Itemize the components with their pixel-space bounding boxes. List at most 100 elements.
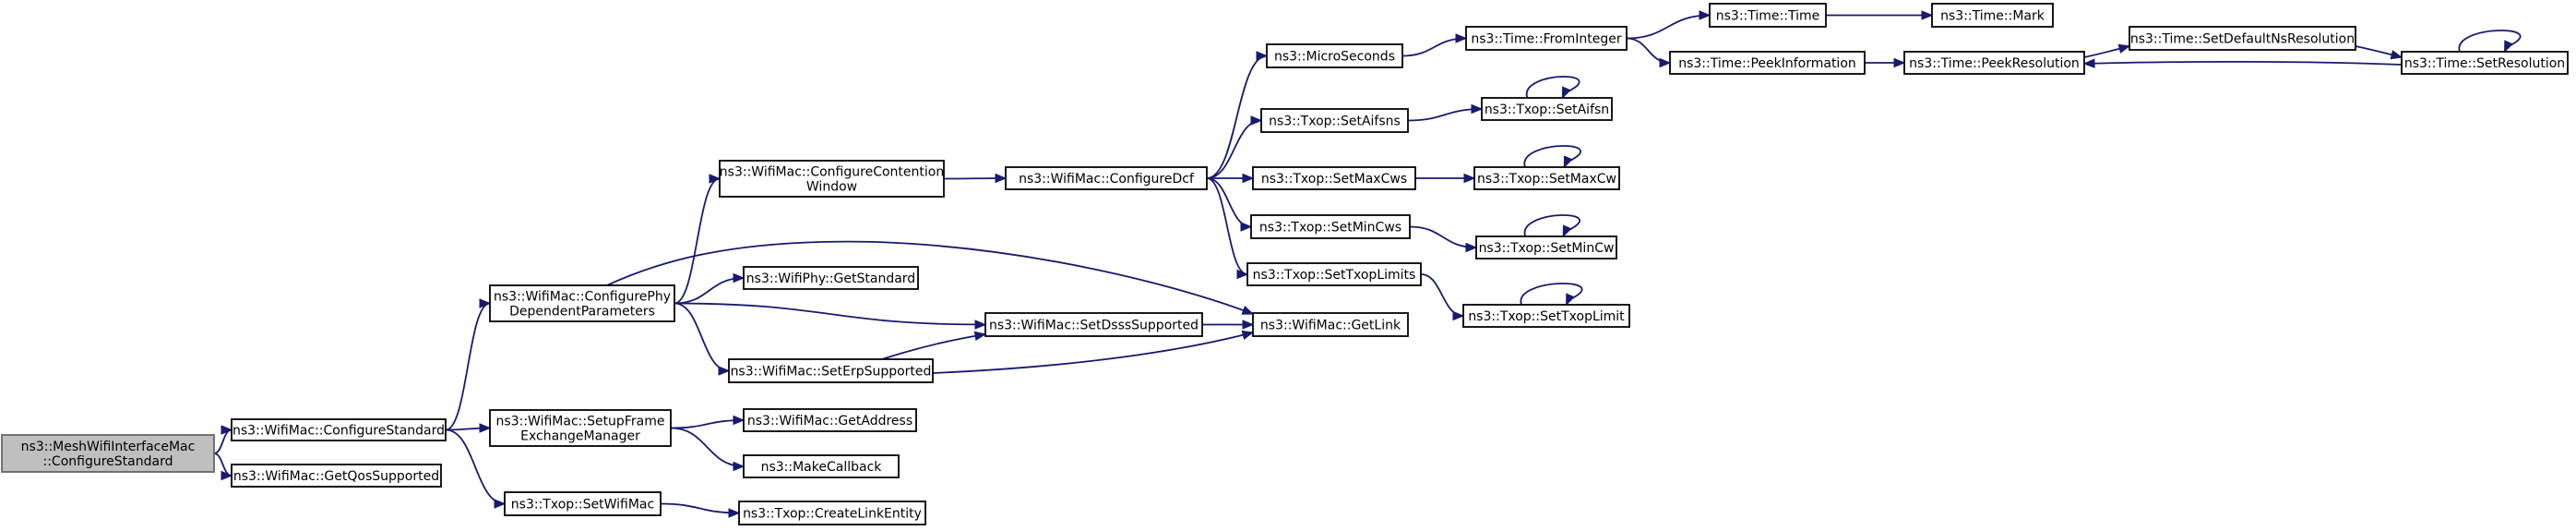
nodes-layer: ns3::MeshWifiInterfaceMac::ConfigureStan… [1,3,2569,525]
node-setRes[interactable]: ns3::Time::SetResolution [2401,51,2569,75]
arrowhead-icon [1563,155,1573,169]
node-setDefRes[interactable]: ns3::Time::SetDefaultNsResolution [2129,26,2356,51]
call-edge-peekRes-to-setDefRes [2083,43,2131,58]
node-label: ns3::Txop::CreateLinkEntity [743,507,922,522]
node-time[interactable]: ns3::Time::Time [1709,3,1827,28]
node-root[interactable]: ns3::MeshWifiInterfaceMac::ConfigureStan… [1,434,215,473]
node-label: ns3::Time::SetResolution [2404,56,2565,71]
node-label: ns3::MakeCallback [761,460,883,475]
node-label: ns3::WifiMac::ConfigurePhy [494,290,671,305]
node-setDsss[interactable]: ns3::WifiMac::SetDsssSupported [984,312,1203,337]
call-edge-cfgPhy-to-setErp [674,302,731,376]
node-setTxopLimit[interactable]: ns3::Txop::SetTxopLimit [1462,304,1630,328]
node-makeCb[interactable]: ns3::MakeCallback [743,454,900,478]
call-edge-micro-to-fromInt [1401,33,1468,57]
node-box [1465,26,1628,51]
arrowhead-icon [221,470,233,481]
arrowhead-icon [1241,330,1255,340]
arrowhead-icon [995,173,1008,184]
arrowhead-icon [733,461,745,472]
node-label: DependentParameters [509,305,655,320]
node-label: ns3::Time::Mark [1940,9,2045,24]
node-box [1260,108,1409,133]
call-edge-cfgStd-to-cfgPhy [445,298,492,431]
node-setMaxCw[interactable]: ns3::Txop::SetMaxCw [1473,166,1620,190]
node-getStd[interactable]: ns3::WifiPhy::GetStandard [743,266,919,290]
arrowhead-icon [973,331,987,341]
node-label: ns3::Txop::SetMaxCws [1261,172,1407,187]
node-peekRes[interactable]: ns3::Time::PeekResolution [1903,51,2085,75]
call-edge-setDsss-to-getLink [1202,320,1255,330]
node-getLink[interactable]: ns3::WifiMac::GetLink [1252,312,1409,337]
arrowhead-icon [1242,320,1255,330]
node-box [2129,26,2356,51]
arrowhead-icon [1240,222,1253,232]
node-setMaxCws[interactable]: ns3::Txop::SetMaxCws [1252,166,1416,190]
node-setWifiMac[interactable]: ns3::Txop::SetWifiMac [504,491,662,516]
call-edge-setMinCws-to-setMinCw [1409,225,1478,253]
node-box [504,491,662,516]
arrowhead-icon [733,415,745,426]
call-edge-setMaxCws-to-setMaxCw [1415,173,1476,184]
call-edge-setDefRes-to-setRes [2355,45,2403,60]
node-cfgStd[interactable]: ns3::WifiMac::ConfigureStandard [231,418,447,441]
arrowhead-icon [733,272,745,284]
node-setTxopLimits[interactable]: ns3::Txop::SetTxopLimits [1246,262,1422,286]
arrowhead-icon [728,508,741,518]
node-box [1005,166,1208,190]
call-edge-cfgDcf-to-micro [1206,51,1269,179]
node-getQos[interactable]: ns3::WifiMac::GetQosSupported [231,464,442,488]
node-label: ns3::WifiMac::GetAddress [747,414,912,428]
node-box [1903,51,2085,75]
node-setAifsns[interactable]: ns3::Txop::SetAifsns [1260,108,1409,133]
node-box [1246,262,1422,286]
node-fromInt[interactable]: ns3::Time::FromInteger [1465,26,1628,51]
node-setAifsn[interactable]: ns3::Txop::SetAifsn [1481,97,1613,121]
arrowhead-icon [1699,10,1711,20]
call-edge-setErp-to-getLink [932,330,1255,374]
node-setMinCws[interactable]: ns3::Txop::SetMinCws [1250,214,1411,239]
node-cfgDcf[interactable]: ns3::WifiMac::ConfigureDcf [1005,166,1208,190]
call-edge-time-to-mark [1826,10,1934,20]
node-label: ns3::Time::PeekInformation [1678,56,1856,71]
node-label: ns3::WifiMac::ConfigureContention [720,165,944,180]
node-box [719,160,945,198]
call-edge-root-to-getQos [213,453,233,481]
call-edge-setTxopLimit-to-setTxopLimit [1520,283,1583,307]
node-label: ::ConfigureStandard [43,454,173,469]
arrowhead-icon [1562,224,1572,238]
node-box [743,266,919,290]
call-edge-fromInt-to-time [1626,10,1711,40]
arrowhead-icon [1241,305,1255,315]
node-label: ns3::Txop::SetMinCw [1479,241,1615,256]
node-micro[interactable]: ns3::MicroSeconds [1266,43,1403,68]
arrowhead-icon [2504,40,2513,54]
call-edge-cfgPhy-to-cfgCW [674,174,722,305]
call-edge-peekInfo-to-peekRes [1865,57,1906,68]
call-edge-setRes-to-peekRes [2082,58,2403,68]
node-label: ns3::WifiMac::SetDsssSupported [989,319,1199,333]
node-peekInfo[interactable]: ns3::Time::PeekInformation [1669,51,1866,75]
arrowhead-icon [1236,269,1249,280]
node-mark[interactable]: ns3::Time::Mark [1931,3,2054,28]
node-label: ns3::WifiMac::SetupFrame [496,415,665,429]
call-edge-setAifsn-to-setAifsn [1525,76,1580,100]
arrowhead-icon [1452,310,1465,321]
arrowhead-icon [479,298,492,308]
node-box [1250,214,1411,239]
node-getAddr[interactable]: ns3::WifiMac::GetAddress [743,408,917,432]
arrowhead-icon [2082,58,2095,68]
node-setErp[interactable]: ns3::WifiMac::SetErpSupported [728,358,934,383]
node-createLink[interactable]: ns3::Txop::CreateLinkEntity [738,501,926,525]
node-box [489,284,675,322]
call-edge-setMaxCw-to-setMaxCw [1523,145,1581,169]
node-setMinCw[interactable]: ns3::Txop::SetMinCw [1475,235,1617,259]
node-cfgPhy[interactable]: ns3::WifiMac::ConfigurePhyDependentParam… [489,284,675,322]
arrowhead-icon [1242,173,1255,184]
node-label: ns3::WifiPhy::GetStandard [746,272,915,286]
arrowhead-icon [1455,33,1468,43]
node-box [738,501,926,525]
node-label: ns3::WifiMac::SetErpSupported [731,365,932,380]
